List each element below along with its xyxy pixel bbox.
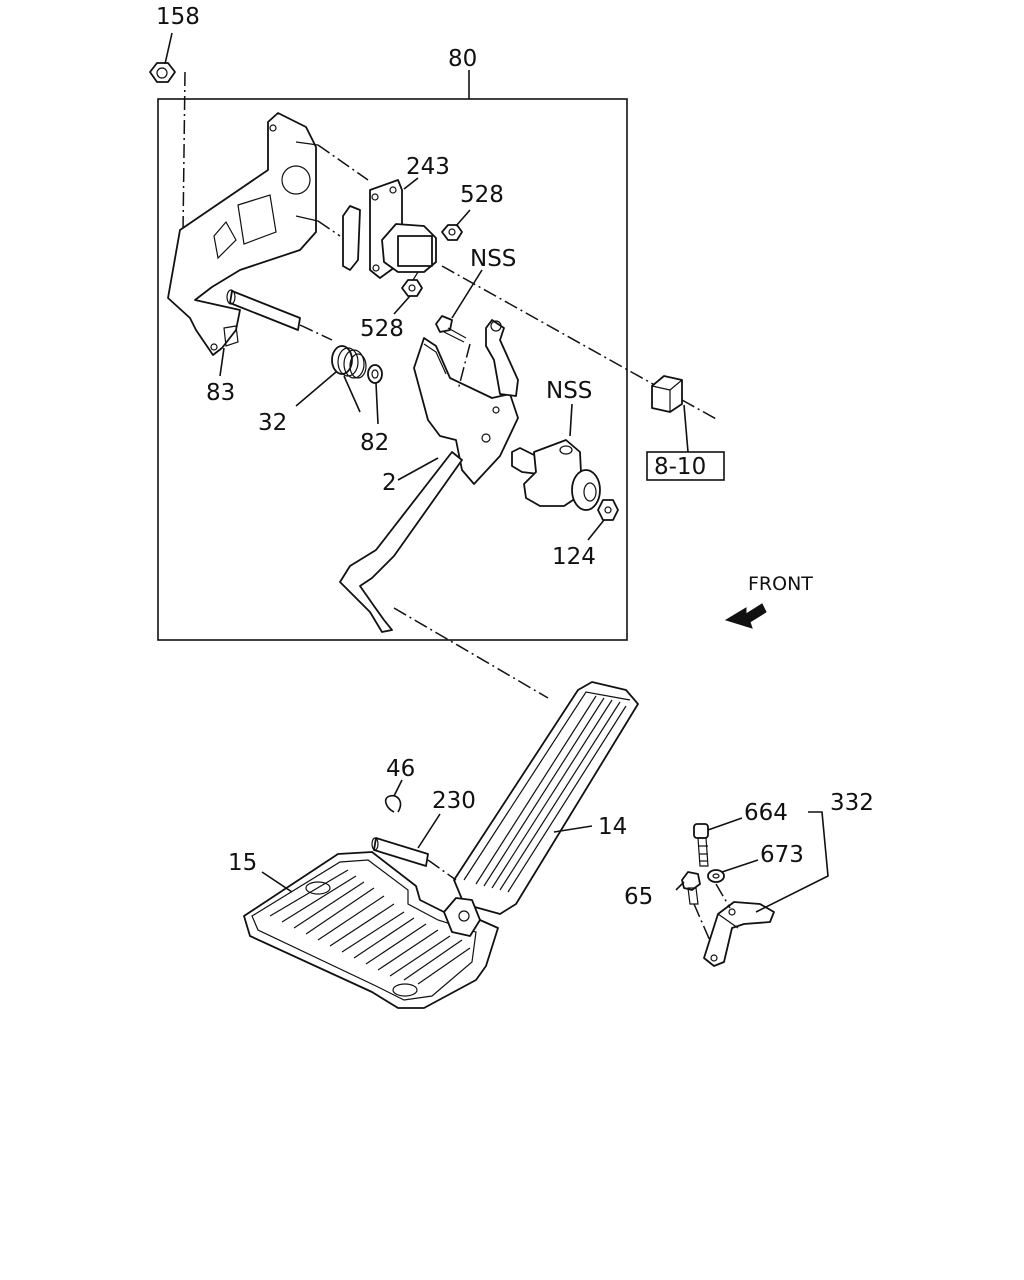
callout-332: 332 <box>830 790 874 816</box>
bolt-664 <box>693 817 743 867</box>
nut-528-lower <box>393 279 423 315</box>
callout-46: 46 <box>386 756 415 782</box>
callout-14: 14 <box>598 814 627 840</box>
callout-673: 673 <box>760 842 804 868</box>
pedal-base-plate <box>243 851 499 1009</box>
bracket-332 <box>703 883 775 967</box>
pin-230 <box>371 813 457 881</box>
callout-83: 83 <box>206 380 235 406</box>
pedal-position-sensor <box>342 179 437 279</box>
connector-ref-box <box>646 451 725 481</box>
callout-82: 82 <box>360 430 389 456</box>
callout-32: 32 <box>258 410 287 436</box>
callout-65: 65 <box>624 884 653 910</box>
callout-124: 124 <box>552 544 596 570</box>
pedal-arm <box>339 319 519 633</box>
torsion-spring <box>295 345 367 413</box>
callout-80: 80 <box>448 46 477 72</box>
callout-528-lower: 528 <box>360 316 404 342</box>
callout-230: 230 <box>432 788 476 814</box>
callout-15: 15 <box>228 850 257 876</box>
accelerator-pedal-pad <box>453 681 639 915</box>
callout-243: 243 <box>406 154 450 180</box>
callout-2: 2 <box>382 470 397 496</box>
roller-nss <box>511 403 601 511</box>
connector-8-10 <box>651 375 719 453</box>
nut-528-upper <box>441 209 471 241</box>
front-arrow-icon <box>724 603 767 629</box>
nut-673 <box>707 859 759 883</box>
pivot-shaft <box>226 289 333 341</box>
callout-158: 158 <box>156 4 200 30</box>
callout-528-upper: 528 <box>460 182 504 208</box>
callout-nss-lower: NSS <box>546 378 592 404</box>
bushing-82 <box>367 364 383 425</box>
callout-nss-upper: NSS <box>470 246 516 272</box>
front-label: FRONT <box>748 573 813 595</box>
bolt-65 <box>675 871 715 951</box>
nut-124 <box>587 499 619 541</box>
callout-664: 664 <box>744 800 788 826</box>
callout-8-10: 8-10 <box>654 454 706 480</box>
nut-158 <box>149 32 186 233</box>
clip-46 <box>384 779 403 813</box>
bolt-nss-upper <box>435 269 483 343</box>
pedal-bracket <box>167 112 319 356</box>
